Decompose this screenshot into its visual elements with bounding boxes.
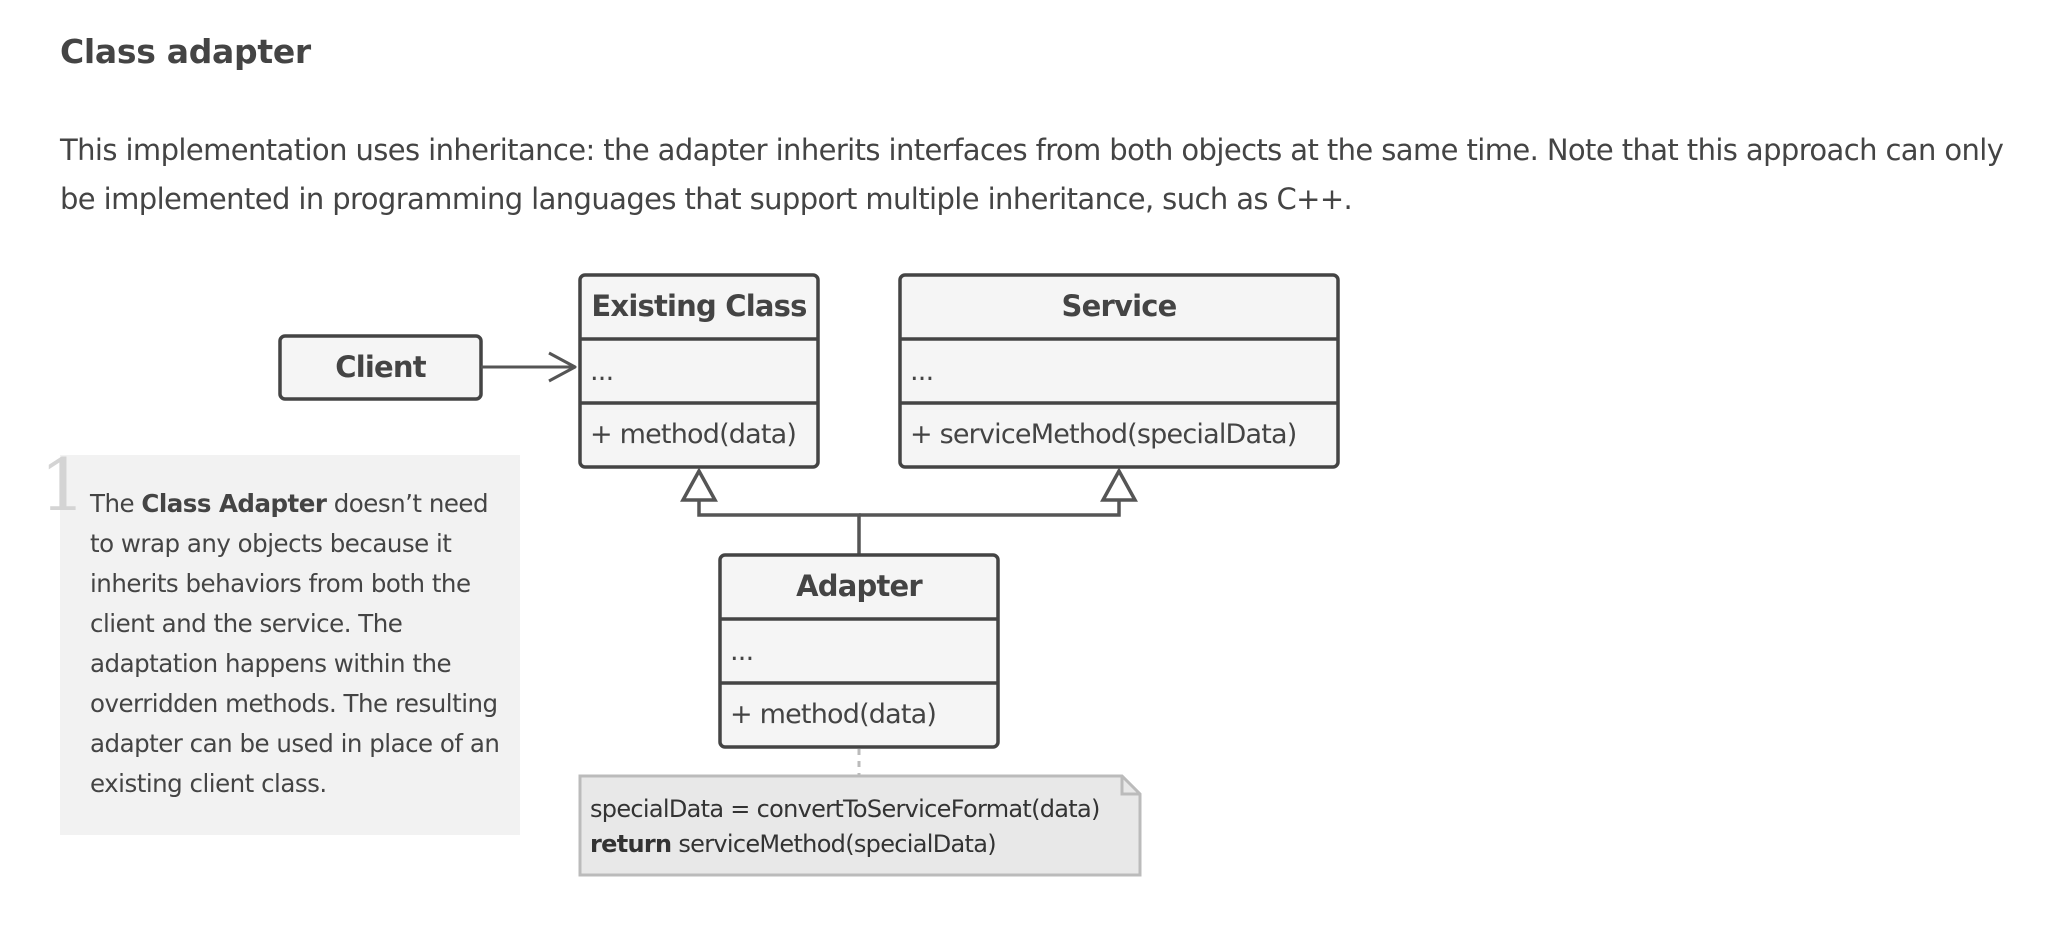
code-line-2: return serviceMethod(specialData)	[590, 830, 996, 858]
callout-text-start: The	[90, 489, 142, 518]
code-return-expression: serviceMethod(specialData)	[671, 830, 995, 858]
existing-class-fields: ...	[590, 356, 613, 387]
adapter-class: Adapter ... + method(data)	[718, 553, 1000, 749]
service-method: + serviceMethod(specialData)	[910, 419, 1297, 450]
callout-note: 1 The Class Adapter doesn’t need to wrap…	[40, 445, 520, 835]
existing-class-title: Existing Class	[591, 289, 806, 323]
association-arrow	[481, 351, 577, 383]
service-title: Service	[1062, 289, 1177, 323]
page-title: Class adapter	[60, 32, 311, 71]
callout-text-bold: Class Adapter	[141, 489, 327, 518]
client-title: Client	[335, 350, 426, 384]
code-line-1: specialData = convertToServiceFormat(dat…	[590, 795, 1100, 823]
adapter-title: Adapter	[796, 569, 923, 603]
adapter-method: + method(data)	[730, 699, 936, 730]
intro-paragraph: This implementation uses inheritance: th…	[60, 133, 2004, 216]
existing-class: Existing Class ... + method(data)	[578, 273, 820, 469]
service-class: Service ... + serviceMethod(specialData)	[898, 273, 1340, 469]
inheritance-connectors	[697, 500, 1121, 555]
code-note: specialData = convertToServiceFormat(dat…	[578, 774, 1142, 877]
code-return-keyword: return	[590, 830, 671, 858]
inheritance-arrowhead-service	[1100, 467, 1138, 502]
inheritance-arrowhead-existing	[680, 467, 718, 502]
service-fields: ...	[910, 356, 933, 387]
existing-class-method: + method(data)	[590, 419, 796, 450]
callout-text: The Class Adapter doesn’t need to wrap a…	[90, 484, 510, 804]
callout-text-end: doesn’t need to wrap any objects because…	[90, 489, 500, 798]
client-class: Client	[278, 334, 483, 401]
callout-number: 1	[40, 443, 86, 527]
adapter-fields: ...	[730, 636, 753, 667]
